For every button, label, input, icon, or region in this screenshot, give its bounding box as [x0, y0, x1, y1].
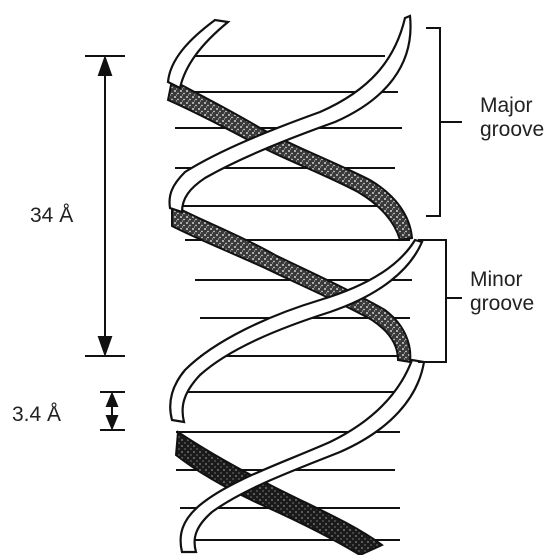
pitch-dimension — [85, 56, 125, 356]
spacing-arrow-down — [107, 416, 117, 428]
front-ribbon-1 — [168, 20, 228, 88]
major-groove-label-line2: groove — [480, 118, 544, 142]
spacing-arrow-up — [107, 394, 117, 406]
pitch-arrow-up — [99, 58, 111, 75]
major-groove-label: Major groove — [480, 94, 544, 142]
base-spacing-label: 3.4 Å — [12, 403, 61, 427]
pitch-arrow-down — [99, 337, 111, 354]
major-bracket-line — [426, 28, 440, 216]
minor-groove-label: Minor groove — [470, 268, 534, 316]
major-groove-label-line1: Major — [480, 94, 544, 118]
back-ribbon-3 — [176, 432, 382, 555]
minor-groove-label-line1: Minor — [470, 268, 534, 292]
major-groove-bracket — [426, 28, 462, 216]
spacing-dimension — [100, 392, 125, 430]
minor-groove-label-line2: groove — [470, 292, 534, 316]
minor-groove-bracket — [418, 240, 462, 362]
minor-bracket-line — [418, 240, 446, 362]
helix-pitch-label: 34 Å — [30, 204, 73, 228]
